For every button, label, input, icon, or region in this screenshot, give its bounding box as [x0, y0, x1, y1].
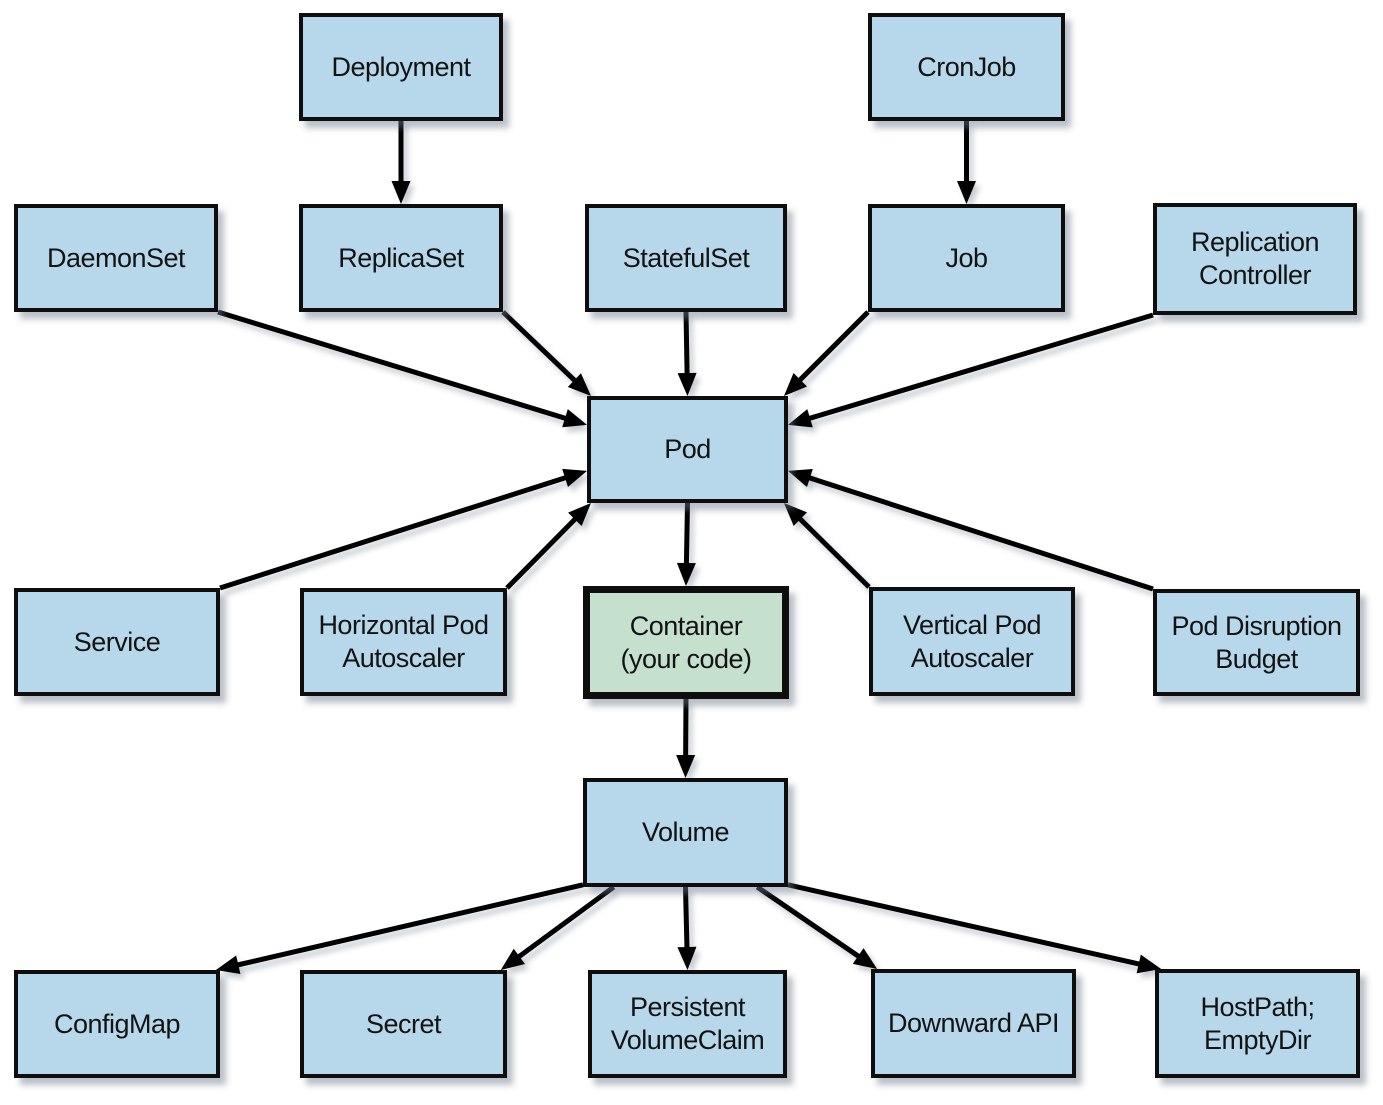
node-job: Job	[868, 204, 1065, 312]
node-pod-label: Pod	[664, 434, 711, 465]
node-volume: Volume	[583, 778, 788, 887]
node-daemonset: DaemonSet	[14, 204, 218, 312]
node-pod-disruption-budget: Pod Disruption Budget	[1153, 589, 1360, 696]
node-volume-label: Volume	[641, 817, 730, 848]
node-persistent-volumeclaim-label: Persistent VolumeClaim	[610, 992, 765, 1055]
node-container-your-code: Container (your code)	[583, 586, 789, 699]
node-hostpath-emptydir: HostPath; EmptyDir	[1155, 969, 1360, 1078]
node-daemonset-label: DaemonSet	[46, 242, 186, 273]
node-persistent-volumeclaim: Persistent VolumeClaim	[588, 970, 787, 1078]
node-horizontal-pod-autoscaler: Horizontal Pod Autoscaler	[300, 588, 507, 696]
node-pod-disruption-budget-label: Pod Disruption Budget	[1171, 610, 1342, 674]
node-configmap-label: ConfigMap	[53, 1008, 181, 1039]
node-hostpath-emptydir-label: HostPath; EmptyDir	[1200, 991, 1315, 1055]
node-deployment-label: Deployment	[331, 51, 471, 82]
node-downward-api-label: Downward API	[887, 1008, 1060, 1039]
node-statefulset: StatefulSet	[585, 204, 787, 312]
node-replicaset: ReplicaSet	[299, 204, 503, 312]
node-replication-controller-label: Replication Controller	[1190, 227, 1320, 290]
node-replicaset-label: ReplicaSet	[338, 242, 464, 273]
node-statefulset-label: StatefulSet	[622, 242, 750, 273]
node-vertical-pod-autoscaler: Vertical Pod Autoscaler	[869, 587, 1075, 696]
node-cronjob-label: CronJob	[917, 51, 1016, 82]
node-job-label: Job	[945, 242, 988, 273]
node-configmap: ConfigMap	[14, 970, 220, 1078]
node-service: Service	[14, 588, 220, 696]
node-service-label: Service	[73, 626, 161, 657]
node-replication-controller: Replication Controller	[1153, 203, 1357, 315]
node-secret: Secret	[300, 970, 507, 1078]
node-deployment: Deployment	[299, 13, 503, 121]
node-horizontal-pod-autoscaler-label: Horizontal Pod Autoscaler	[318, 610, 489, 673]
node-container-your-code-label: Container (your code)	[620, 610, 752, 674]
node-pod: Pod	[587, 396, 788, 503]
node-vertical-pod-autoscaler-label: Vertical Pod Autoscaler	[902, 609, 1042, 673]
node-secret-label: Secret	[365, 1008, 442, 1039]
node-downward-api: Downward API	[871, 969, 1076, 1078]
node-cronjob: CronJob	[868, 13, 1065, 121]
